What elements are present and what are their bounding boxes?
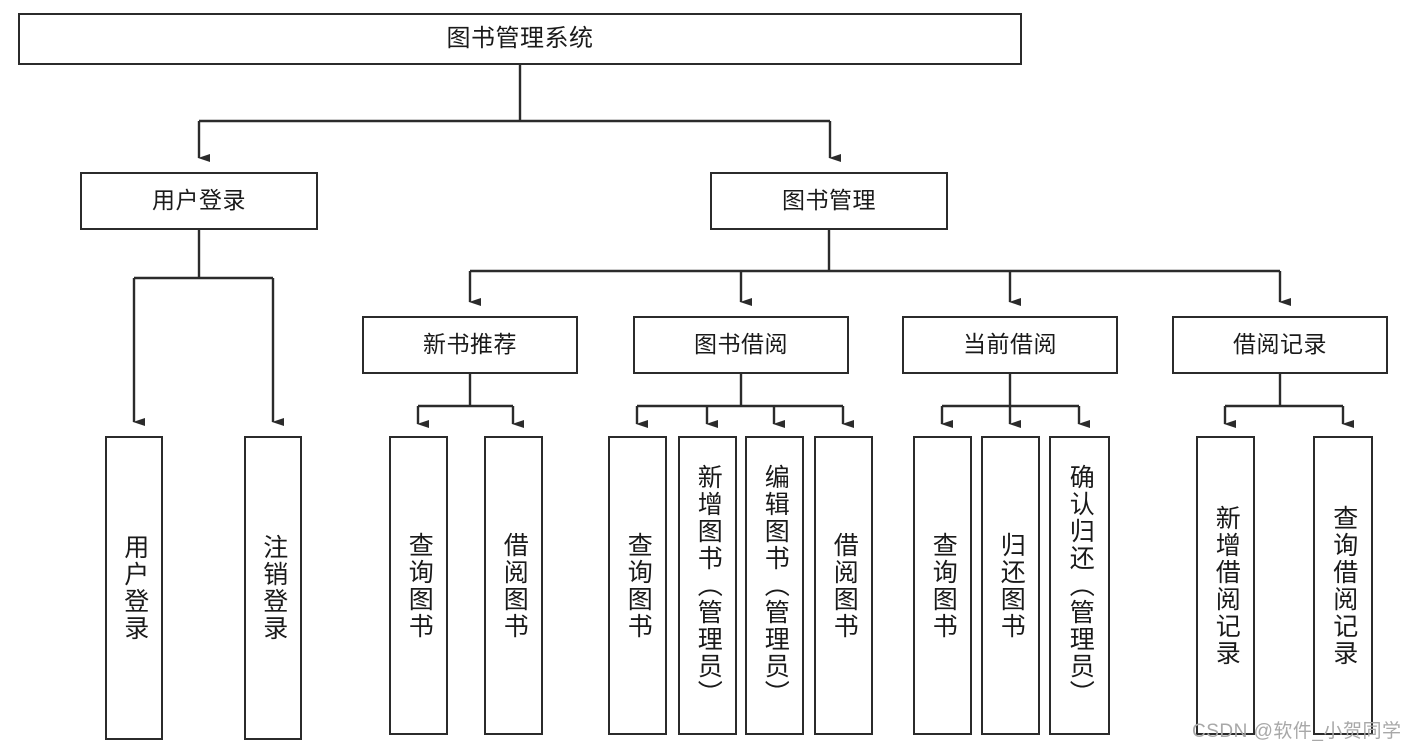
node-leaf-query-book-cur[interactable]: 查询图书 (913, 436, 972, 735)
node-leaf-return-book-label: 归还图书 (997, 531, 1026, 640)
node-leaf-add-record[interactable]: 新增借阅记录 (1196, 436, 1255, 735)
node-current-borrow-label: 当前借阅 (963, 331, 1057, 358)
node-borrow-record[interactable]: 借阅记录 (1172, 316, 1388, 374)
node-book-borrow[interactable]: 图书借阅 (633, 316, 849, 374)
node-leaf-query-book-borrow-label: 查询图书 (624, 531, 653, 640)
node-root-label: 图书管理系统 (446, 24, 594, 52)
node-leaf-borrow-book-label: 借阅图书 (830, 531, 859, 640)
node-leaf-confirm-return[interactable]: 确认归还（管理员） (1049, 436, 1110, 735)
node-leaf-user-login[interactable]: 用户登录 (105, 436, 163, 740)
node-book-borrow-label: 图书借阅 (694, 331, 788, 358)
node-leaf-user-logout-label: 注销登录 (259, 534, 288, 642)
node-leaf-borrow-book-rec-label: 借阅图书 (500, 531, 529, 640)
node-user-login-label: 用户登录 (152, 187, 246, 214)
node-leaf-borrow-book-rec[interactable]: 借阅图书 (484, 436, 543, 735)
node-leaf-query-record-label: 查询借阅记录 (1329, 504, 1358, 667)
csdn-watermark: CSDN @软件_小贺同学 (1192, 721, 1402, 742)
node-leaf-user-login-label: 用户登录 (120, 534, 149, 642)
node-leaf-query-book-borrow[interactable]: 查询图书 (608, 436, 667, 735)
node-new-book-rec-label: 新书推荐 (423, 331, 517, 358)
node-borrow-record-label: 借阅记录 (1233, 331, 1327, 358)
node-user-login[interactable]: 用户登录 (80, 172, 318, 230)
node-leaf-edit-book[interactable]: 编辑图书（管理员） (745, 436, 804, 735)
node-new-book-rec[interactable]: 新书推荐 (362, 316, 578, 374)
node-root[interactable]: 图书管理系统 (18, 13, 1022, 65)
node-leaf-add-book-label: 新增图书（管理员） (694, 464, 723, 707)
node-leaf-add-book[interactable]: 新增图书（管理员） (678, 436, 737, 735)
node-leaf-add-record-label: 新增借阅记录 (1212, 504, 1241, 667)
node-leaf-query-book-rec-label: 查询图书 (405, 531, 434, 640)
node-leaf-query-book-rec[interactable]: 查询图书 (389, 436, 448, 735)
node-book-manage[interactable]: 图书管理 (710, 172, 948, 230)
node-leaf-user-logout[interactable]: 注销登录 (244, 436, 302, 740)
node-leaf-query-book-cur-label: 查询图书 (929, 531, 958, 640)
node-leaf-edit-book-label: 编辑图书（管理员） (761, 464, 790, 707)
node-book-manage-label: 图书管理 (782, 187, 876, 214)
node-leaf-return-book[interactable]: 归还图书 (981, 436, 1040, 735)
node-current-borrow[interactable]: 当前借阅 (902, 316, 1118, 374)
node-leaf-query-record[interactable]: 查询借阅记录 (1313, 436, 1373, 735)
node-leaf-confirm-return-label: 确认归还（管理员） (1066, 464, 1095, 707)
node-leaf-borrow-book[interactable]: 借阅图书 (814, 436, 873, 735)
